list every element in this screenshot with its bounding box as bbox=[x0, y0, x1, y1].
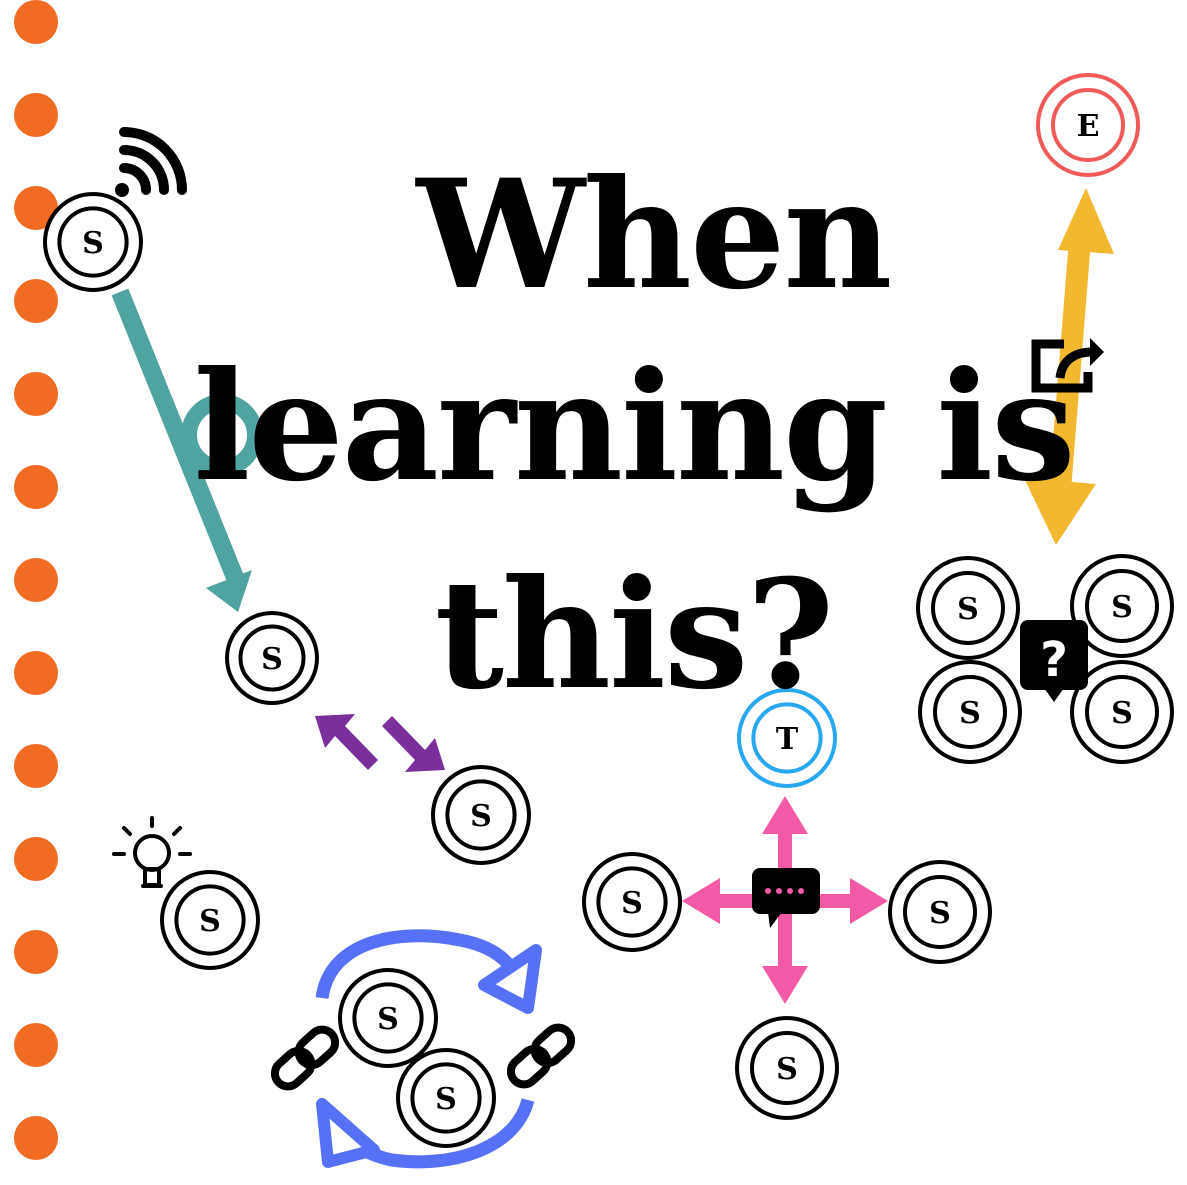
student-node: S bbox=[888, 860, 992, 964]
student-node: S bbox=[1070, 554, 1174, 658]
student-node-label: S bbox=[470, 799, 492, 834]
link-icon-left bbox=[270, 1025, 340, 1091]
student-node-label: S bbox=[1111, 696, 1133, 731]
student-node: S bbox=[916, 556, 1020, 660]
blue-cycle-arrows bbox=[315, 929, 542, 1169]
share-icon bbox=[1031, 338, 1104, 393]
orange-dot bbox=[14, 1023, 58, 1067]
orange-dot-border bbox=[14, 0, 58, 1160]
student-node: S bbox=[396, 1048, 496, 1148]
student-node-label: S bbox=[776, 1052, 798, 1087]
teal-connection-arrow bbox=[111, 288, 263, 612]
wifi-icon bbox=[115, 127, 187, 197]
student-node-label: S bbox=[377, 1002, 399, 1037]
student-node: S bbox=[735, 1016, 839, 1120]
orange-dot bbox=[14, 1116, 58, 1160]
link-icon-right bbox=[506, 1023, 576, 1089]
student-node-label: S bbox=[82, 226, 104, 261]
teacher-node-label: T bbox=[776, 722, 799, 757]
student-node-label: S bbox=[199, 904, 221, 939]
student-node: S bbox=[338, 968, 438, 1068]
lightbulb-icon bbox=[112, 816, 192, 888]
student-node-label: S bbox=[261, 642, 283, 677]
student-node-label: S bbox=[621, 886, 643, 921]
orange-dot bbox=[14, 651, 58, 695]
student-node: S bbox=[918, 660, 1022, 764]
student-node-label: S bbox=[435, 1082, 457, 1117]
orange-dot bbox=[14, 372, 58, 416]
question-bubble-icon: ? bbox=[1020, 620, 1088, 702]
title-line-1: When bbox=[416, 147, 892, 323]
student-node: S bbox=[160, 870, 260, 970]
title-line-2: learning is bbox=[193, 339, 1075, 515]
orange-dot bbox=[14, 930, 58, 974]
orange-dot bbox=[14, 744, 58, 788]
orange-dot bbox=[14, 558, 58, 602]
orange-dot bbox=[14, 837, 58, 881]
orange-dot bbox=[14, 186, 58, 230]
orange-dot bbox=[14, 279, 58, 323]
expert-node-label: E bbox=[1077, 109, 1100, 144]
teacher-node: T bbox=[737, 688, 837, 788]
student-node-label: S bbox=[957, 592, 979, 627]
student-node-label: S bbox=[929, 896, 951, 931]
student-node: S bbox=[225, 611, 319, 705]
orange-dot bbox=[14, 465, 58, 509]
svg-text:?: ? bbox=[1040, 632, 1068, 688]
student-node: S bbox=[43, 192, 143, 292]
expert-node: E bbox=[1036, 73, 1140, 177]
node-layer: S S S S S S S S S S S S S T E bbox=[43, 73, 1174, 1148]
student-node: S bbox=[431, 765, 531, 865]
orange-dot bbox=[14, 0, 58, 44]
chat-bubble-icon bbox=[752, 868, 820, 928]
student-node-label: S bbox=[959, 696, 981, 731]
student-node: S bbox=[1070, 660, 1174, 764]
student-node: S bbox=[582, 852, 682, 952]
purple-exchange-arrows bbox=[315, 714, 445, 772]
orange-dot bbox=[14, 93, 58, 137]
student-node-label: S bbox=[1111, 590, 1133, 625]
title-line-3: this? bbox=[434, 547, 835, 723]
yellow-vertical-arrow bbox=[1024, 188, 1114, 545]
